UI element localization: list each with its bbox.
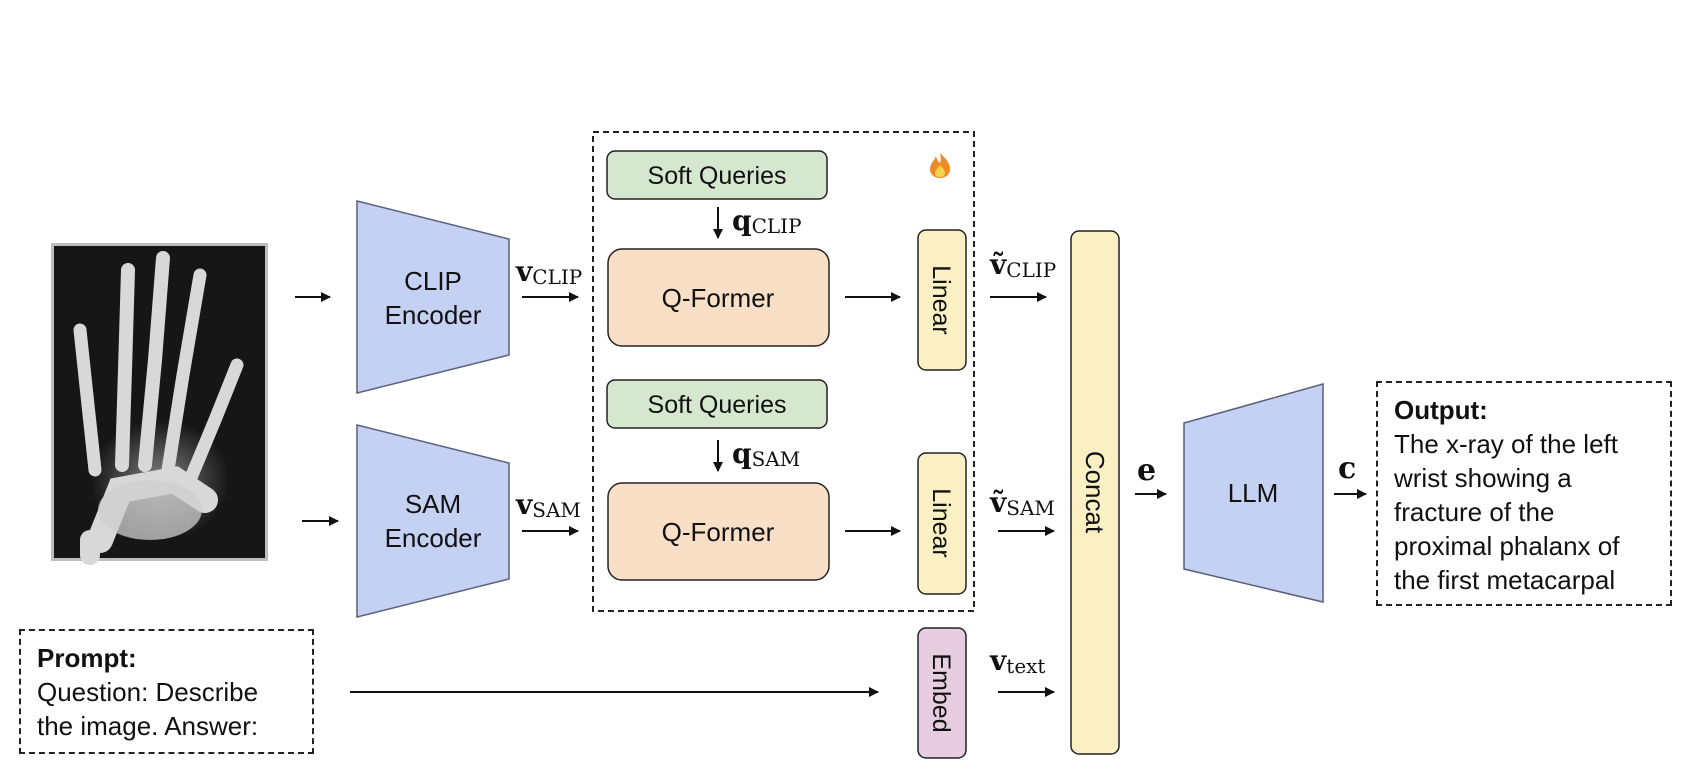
linear-bottom: [917, 452, 967, 595]
v-clip-symbol: vCLIP: [515, 255, 582, 289]
fire-icon: [930, 153, 950, 178]
soft-queries-bottom: [606, 379, 828, 429]
prompt-line-2: the image. Answer:: [37, 711, 259, 741]
linear-top: [917, 229, 967, 371]
output-line-3: fracture of the: [1394, 497, 1555, 527]
q-clip-symbol: qCLIP: [732, 204, 802, 238]
output-heading: Output:: [1394, 395, 1488, 425]
concat-block: [1070, 230, 1120, 755]
linear-bottom-label: Linear: [927, 488, 955, 558]
prompt-line-1: Question: Describe: [37, 677, 259, 707]
prompt-heading: Prompt:: [37, 643, 137, 673]
qformer-bottom-label: Q-Former: [662, 517, 775, 547]
sam-encoder-label-1: SAM: [405, 489, 461, 519]
embed-label: Embed: [927, 653, 955, 732]
clip-encoder-label-2: Encoder: [385, 300, 482, 330]
qformer-bottom: [607, 482, 830, 581]
v-text-symbol: vtext: [989, 644, 1045, 678]
trainable-block: [592, 131, 975, 612]
concat-label: Concat: [1080, 451, 1110, 534]
qformer-top: [607, 248, 830, 347]
output-line-1: The x-ray of the left: [1394, 429, 1618, 459]
linear-top-label: Linear: [927, 265, 955, 335]
llm-block: [1183, 383, 1324, 603]
vt-sam-symbol: ṽSAM: [989, 486, 1055, 520]
embed-block: [917, 627, 967, 759]
output-line-4: proximal phalanx of: [1394, 531, 1620, 561]
c-symbol: c: [1338, 451, 1356, 486]
llm-label: LLM: [1228, 478, 1279, 508]
vt-clip-symbol: ṽCLIP: [989, 248, 1056, 282]
soft-queries-top-label: Soft Queries: [648, 162, 787, 190]
output-line-2: wrist showing a: [1394, 463, 1572, 493]
soft-queries-bottom-label: Soft Queries: [648, 391, 787, 419]
qformer-top-label: Q-Former: [662, 283, 775, 313]
output-line-5: the first metacarpal: [1394, 565, 1616, 595]
q-sam-symbol: qSAM: [732, 437, 800, 471]
e-symbol: e: [1137, 453, 1156, 488]
v-sam-symbol: vSAM: [515, 488, 581, 522]
prompt-box: Prompt: Question: Describe the image. An…: [19, 629, 314, 754]
soft-queries-top: [606, 150, 828, 200]
sam-encoder-label-2: Encoder: [385, 523, 482, 553]
xray-hand-image: [51, 243, 268, 565]
clip-encoder-label-1: CLIP: [404, 266, 462, 296]
clip-encoder: [356, 200, 510, 394]
sam-encoder: [356, 424, 510, 618]
output-box: Output: The x-ray of the left wrist show…: [1376, 381, 1672, 606]
